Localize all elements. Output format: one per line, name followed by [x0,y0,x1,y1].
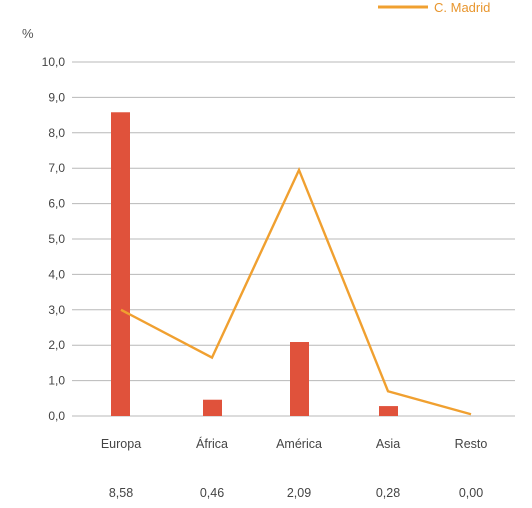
legend: C. Madrid [378,0,490,15]
value-label: 2,09 [287,486,311,500]
category-label: América [276,437,322,451]
legend-label-c-madrid: C. Madrid [434,0,490,15]
value-label: 0,28 [376,486,400,500]
series-line-c-madrid [120,166,472,416]
category-labels: Europa África América Asia Resto [101,436,488,451]
category-label: Resto [455,437,488,451]
y-axis-unit: % [22,26,34,41]
category-label: Europa [101,437,141,451]
bar-europa [111,112,130,416]
bar-áfrica [203,399,222,416]
y-tick-label: 9,0 [48,90,65,104]
y-tick-labels: 0,0 1,0 2,0 3,0 4,0 5,0 6,0 7,0 8,0 9,0 10,0 [42,55,66,423]
y-tick-label: 6,0 [48,197,65,211]
gridlines [72,61,515,417]
category-label: Asia [376,437,400,451]
bar-asia [379,406,398,416]
value-labels: 8,58 0,46 2,09 0,28 0,00 [109,486,483,500]
y-tick-label: 1,0 [48,374,65,388]
y-tick-label: 5,0 [48,232,65,246]
value-label: 0,00 [459,486,483,500]
bar-américa [290,342,309,416]
y-tick-label: 10,0 [42,55,66,69]
y-tick-label: 7,0 [48,161,65,175]
value-label: 8,58 [109,486,133,500]
y-tick-label: 4,0 [48,267,65,281]
bars [111,112,398,416]
y-tick-label: 0,0 [48,409,65,423]
y-tick-label: 3,0 [48,303,65,317]
category-label: África [196,436,228,451]
y-tick-label: 8,0 [48,126,65,140]
value-label: 0,46 [200,486,224,500]
y-tick-label: 2,0 [48,338,65,352]
